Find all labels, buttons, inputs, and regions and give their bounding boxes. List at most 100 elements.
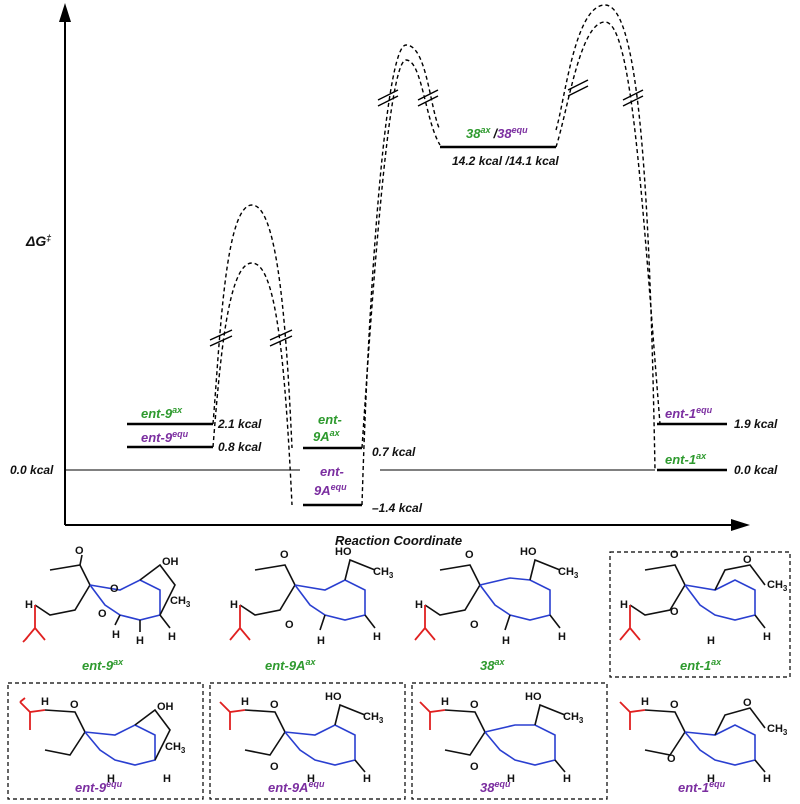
svg-text:H: H: [317, 635, 325, 647]
structure-38ax: O HO CH3 O H H H: [414, 546, 579, 647]
svg-text:CH3: CH3: [170, 595, 191, 609]
svg-text:CH3: CH3: [767, 579, 788, 593]
label-ent9Aax: ent-: [318, 412, 342, 427]
svg-text:H: H: [373, 631, 381, 643]
ts3-outer: [555, 4, 656, 471]
svg-text:CH3: CH3: [767, 723, 788, 737]
svg-text:H: H: [107, 773, 115, 785]
label-ent9ax: ent-9ax: [141, 405, 183, 421]
svg-text:CH3: CH3: [373, 566, 394, 580]
svg-text:H: H: [441, 696, 449, 708]
label-ent1equ: ent-1equ: [665, 405, 713, 421]
svg-text:H: H: [168, 631, 176, 643]
svg-text:O: O: [465, 549, 474, 561]
svg-text:O: O: [470, 699, 479, 711]
x-axis-label: Reaction Coordinate: [335, 533, 462, 548]
ts2-inner: [361, 59, 441, 449]
svg-text:H: H: [25, 599, 33, 611]
svg-text:O: O: [75, 545, 84, 557]
svg-text:H: H: [707, 773, 715, 785]
x-axis-arrowhead: [731, 519, 750, 531]
svg-text:H: H: [163, 773, 171, 785]
svg-text:H: H: [563, 773, 571, 785]
svg-text:O: O: [743, 554, 752, 566]
svg-text:O: O: [667, 753, 676, 765]
label-ent9Aequ-2: 9Aequ: [314, 482, 347, 498]
dashed-frames: [7, 551, 791, 800]
svg-text:O: O: [70, 699, 79, 711]
svg-text:H: H: [707, 635, 715, 647]
svg-text:H: H: [241, 696, 249, 708]
y-axis-arrowhead: [59, 3, 71, 22]
svg-text:O: O: [110, 583, 119, 595]
svg-text:HO: HO: [520, 546, 537, 558]
structure-38equ: O HO CH3 O H H H: [419, 691, 584, 785]
struct-label-38equ: 38equ: [480, 779, 511, 795]
svg-text:H: H: [415, 599, 423, 611]
svg-text:O: O: [285, 619, 294, 631]
svg-text:CH3: CH3: [363, 711, 384, 725]
energy-ent9equ: 0.8 kcal: [218, 440, 262, 454]
svg-text:H: H: [558, 631, 566, 643]
structure-ent1ax: O O CH3 O H H H: [619, 549, 788, 647]
svg-text:H: H: [136, 635, 144, 647]
label-ent9Aax-2: 9Aax: [313, 428, 341, 444]
svg-text:H: H: [502, 635, 510, 647]
struct-label-ent9equ: ent-9equ: [75, 779, 123, 795]
svg-text:H: H: [363, 773, 371, 785]
energy-ent9Aax: 0.7 kcal: [372, 445, 416, 459]
ts3-inner: [555, 21, 661, 425]
structure-ent1equ: O O CH3 O H H H: [619, 696, 788, 785]
ts1-upper: [212, 204, 293, 449]
y-axis-label: ΔG‡: [25, 233, 51, 249]
struct-label-ent9ax: ent-9ax: [82, 657, 124, 673]
energy-38: 14.2 kcal /14.1 kcal: [452, 154, 559, 168]
ts3-break-marks: [567, 79, 644, 107]
svg-text:O: O: [270, 699, 279, 711]
svg-text:O: O: [270, 761, 279, 773]
svg-text:H: H: [112, 629, 120, 641]
svg-text:O: O: [670, 549, 679, 561]
svg-text:CH3: CH3: [165, 741, 186, 755]
svg-text:H: H: [620, 599, 628, 611]
label-38: 38ax/38equ: [466, 125, 528, 141]
label-ent9Aequ: ent-: [320, 464, 344, 479]
struct-label-ent1equ: ent-1equ: [678, 779, 726, 795]
svg-text:OH: OH: [157, 701, 174, 713]
structure-ent9equ: O OH CH3 H H H: [19, 696, 186, 785]
ts2-outer: [361, 44, 441, 506]
struct-label-38ax: 38ax: [480, 657, 505, 673]
svg-text:O: O: [743, 697, 752, 709]
struct-label-ent9Aax: ent-9Aax: [265, 657, 316, 673]
energy-ent1equ: 1.9 kcal: [734, 417, 778, 431]
svg-text:H: H: [763, 631, 771, 643]
svg-text:H: H: [763, 773, 771, 785]
svg-text:O: O: [470, 619, 479, 631]
svg-text:H: H: [507, 773, 515, 785]
ts2-break-marks: [377, 89, 439, 107]
svg-text:HO: HO: [335, 546, 352, 558]
svg-text:H: H: [307, 773, 315, 785]
label-ent1ax: ent-1ax: [665, 451, 707, 467]
struct-label-ent9Aequ: ent-9Aequ: [268, 779, 325, 795]
svg-text:OH: OH: [162, 556, 179, 568]
zero-label: 0.0 kcal: [10, 463, 54, 477]
struct-label-ent1ax: ent-1ax: [680, 657, 722, 673]
label-ent9equ: ent-9equ: [141, 429, 189, 445]
svg-text:O: O: [470, 761, 479, 773]
structure-ent9Aax: O HO CH3 O H H H: [229, 546, 394, 647]
svg-text:O: O: [670, 699, 679, 711]
svg-text:O: O: [670, 606, 679, 618]
structure-ent9ax: O O O OH CH3 H H H H: [22, 545, 191, 647]
structure-ent9Aequ: O HO CH3 O H H H: [219, 691, 384, 785]
energy-ent1ax: 0.0 kcal: [734, 463, 778, 477]
svg-text:H: H: [641, 696, 649, 708]
ts1-break-marks: [209, 329, 293, 347]
svg-text:HO: HO: [325, 691, 342, 703]
svg-text:CH3: CH3: [558, 566, 579, 580]
energy-ent9Aequ: –1.4 kcal: [372, 501, 423, 515]
svg-text:CH3: CH3: [563, 711, 584, 725]
svg-text:O: O: [98, 608, 107, 620]
svg-text:H: H: [230, 599, 238, 611]
